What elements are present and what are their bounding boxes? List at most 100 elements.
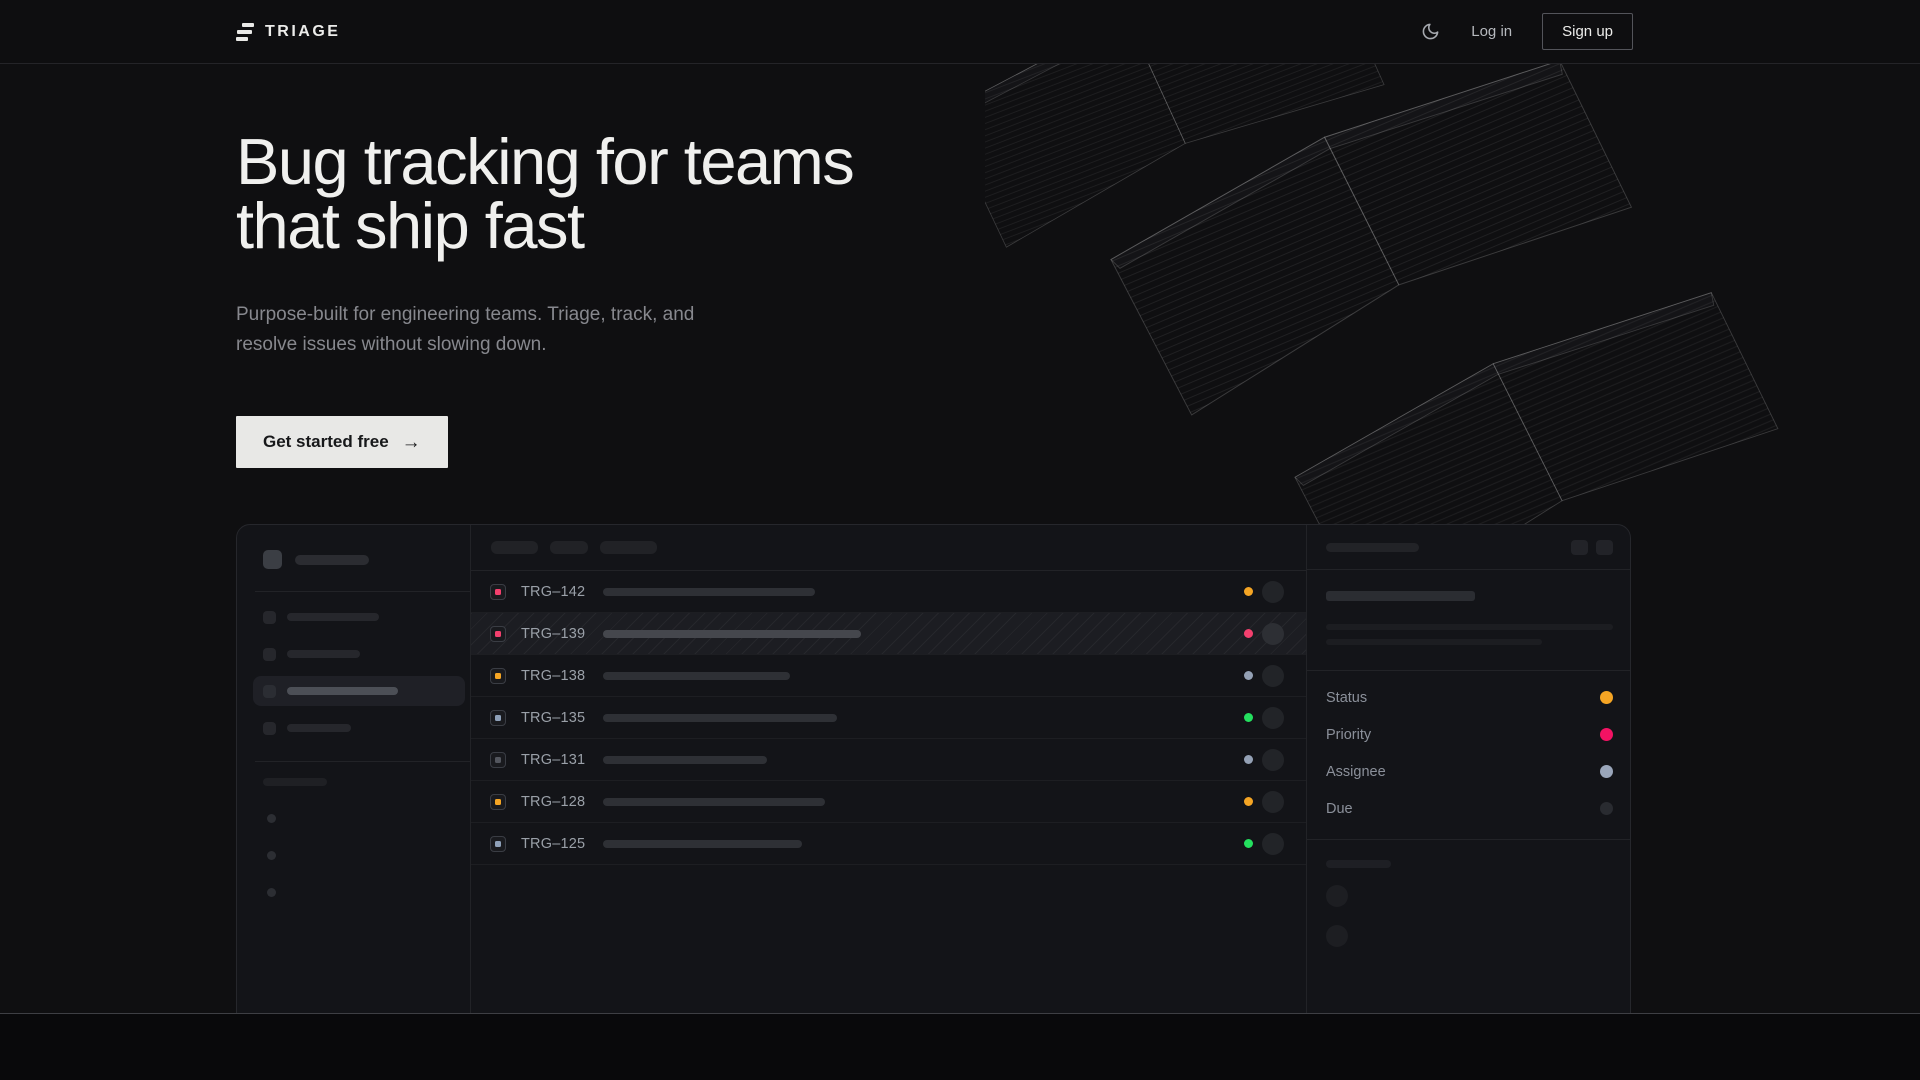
issue-type-icon [490, 667, 506, 684]
field-label: Priority [1326, 726, 1372, 743]
issue-title-skeleton [603, 671, 790, 680]
issue-row[interactable]: TRG–131 [471, 739, 1306, 781]
mockup-sidebar [237, 525, 471, 1013]
assignee-avatar [1262, 664, 1284, 687]
issue-row[interactable]: TRG–138 [471, 655, 1306, 697]
issue-id: TRG–139 [521, 625, 586, 642]
login-link[interactable]: Log in [1471, 23, 1513, 40]
issue-row[interactable]: TRG–142 [471, 571, 1306, 613]
issue-row[interactable]: TRG–125 [471, 823, 1306, 865]
sidebar-item-3-active[interactable] [253, 676, 465, 706]
brand-logo[interactable]: TRIAGE [236, 22, 341, 41]
sidebar-dot-list [263, 814, 455, 897]
issue-title-skeleton [603, 755, 767, 764]
issue-title-skeleton [603, 839, 802, 848]
issue-desc-skeleton [1326, 624, 1613, 630]
issue-list-toolbar [471, 525, 1306, 571]
issue-type-icon [490, 709, 506, 726]
issue-id: TRG–135 [521, 709, 586, 726]
brand-name: TRIAGE [265, 22, 341, 40]
issue-detail-panel: Status Priority Assignee Due [1307, 525, 1630, 1013]
issue-desc-skeleton [1326, 639, 1542, 645]
field-label: Due [1326, 800, 1353, 817]
status-dot [1244, 797, 1253, 806]
moon-icon [1422, 23, 1439, 40]
status-dot [1244, 587, 1253, 596]
issue-title-skeleton [603, 629, 861, 638]
issue-type-icon [490, 793, 506, 810]
issue-id: TRG–142 [521, 583, 586, 600]
filter-skeleton[interactable] [600, 541, 657, 554]
sidebar-item-2[interactable] [253, 639, 465, 669]
avatar [1326, 925, 1348, 947]
field-value-dot [1600, 691, 1613, 704]
arrow-right-icon: → [401, 431, 421, 453]
assignee-avatar [1262, 580, 1284, 603]
status-dot [1244, 839, 1253, 848]
issue-list: TRG–142 TRG–139 TRG–138 TRG–135 [471, 571, 1306, 865]
issue-field-row[interactable]: Assignee [1326, 753, 1613, 790]
sidebar-item-1[interactable] [253, 602, 465, 632]
top-nav: TRIAGE Log in Sign up [0, 0, 1920, 64]
issue-type-icon [490, 625, 506, 642]
field-value-dot [1600, 802, 1613, 815]
sidebar-item-icon [263, 610, 276, 624]
assignee-avatar [1262, 706, 1284, 729]
hero-section: Bug tracking for teams that ship fast Pu… [0, 64, 1920, 1013]
sidebar-divider [255, 591, 470, 592]
field-value-dot [1600, 765, 1613, 778]
sidebar-item-4[interactable] [253, 713, 465, 743]
issue-row[interactable]: TRG–135 [471, 697, 1306, 739]
comments-label-skeleton [1326, 860, 1391, 868]
issue-type-icon [490, 751, 506, 768]
assignee-avatar [1262, 790, 1284, 813]
issue-list-column: TRG–142 TRG–139 TRG–138 TRG–135 [471, 525, 1307, 1013]
workspace-switcher[interactable] [263, 550, 455, 569]
comment-avatars [1326, 885, 1613, 947]
assignee-avatar [1262, 832, 1284, 855]
panel-breadcrumb-skeleton [1326, 542, 1419, 552]
panel-divider [1307, 839, 1630, 840]
status-dot [1244, 755, 1253, 764]
issue-field-row[interactable]: Priority [1326, 716, 1613, 753]
issue-title-skeleton [1326, 591, 1475, 601]
filter-skeleton[interactable] [491, 541, 538, 554]
issue-id: TRG–128 [521, 793, 586, 810]
sidebar-section-skeleton [263, 778, 327, 786]
issue-field-row[interactable]: Due [1326, 790, 1613, 827]
sidebar-dot [267, 888, 276, 897]
avatar [1326, 885, 1348, 907]
sidebar-item-icon [263, 684, 276, 698]
panel-action-icon[interactable] [1596, 539, 1613, 555]
panel-divider [1307, 569, 1630, 570]
app-preview-card: TRG–142 TRG–139 TRG–138 TRG–135 [236, 524, 1631, 1013]
hero-title: Bug tracking for teams that ship fast [236, 125, 855, 262]
issue-row[interactable]: TRG–139 [471, 613, 1306, 655]
issue-field-row[interactable]: Status [1326, 679, 1613, 716]
issue-id: TRG–138 [521, 667, 586, 684]
filter-skeleton[interactable] [550, 541, 588, 554]
issue-id: TRG–125 [521, 835, 586, 852]
triage-logo-icon [236, 22, 254, 41]
workspace-avatar [263, 550, 282, 569]
field-value-dot [1600, 728, 1613, 741]
status-dot [1244, 713, 1253, 722]
sidebar-dot [267, 814, 276, 823]
issue-type-icon [490, 835, 506, 852]
assignee-avatar [1262, 748, 1284, 771]
issue-id: TRG–131 [521, 751, 586, 768]
workspace-name-skeleton [295, 554, 369, 565]
issue-title-skeleton [603, 713, 837, 722]
assignee-avatar [1262, 622, 1284, 645]
get-started-button[interactable]: Get started free → [236, 416, 448, 468]
hero-subtitle: Purpose-built for engineering teams. Tri… [236, 304, 695, 355]
field-label: Assignee [1326, 763, 1386, 780]
sidebar-divider [255, 761, 470, 762]
footer [0, 1013, 1920, 1080]
signup-button[interactable]: Sign up [1542, 13, 1633, 50]
panel-header [1326, 525, 1613, 569]
theme-toggle-button[interactable] [1419, 21, 1441, 43]
panel-action-icon[interactable] [1571, 539, 1588, 555]
issue-title-skeleton [603, 587, 815, 596]
issue-row[interactable]: TRG–128 [471, 781, 1306, 823]
